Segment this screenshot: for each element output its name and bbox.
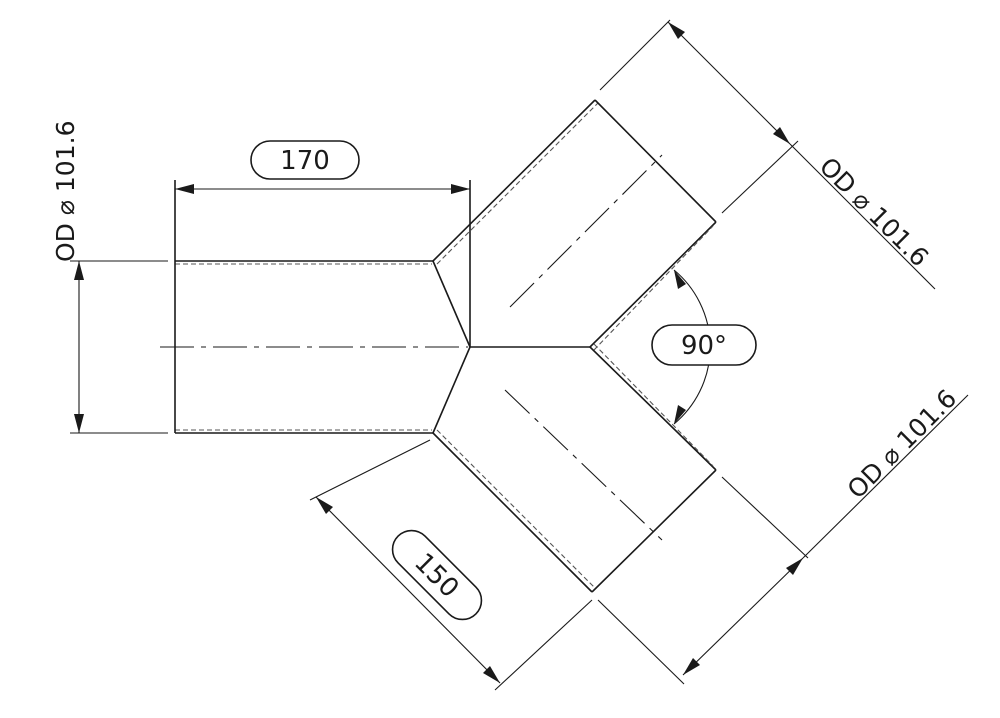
angle-dimension: 90° (651, 269, 757, 425)
svg-text:OD ⌀ 101.6: OD ⌀ 101.6 (51, 121, 80, 262)
od-left-prefix: OD (51, 223, 80, 262)
junction-lines (432, 180, 590, 434)
svg-text:OD ⌀ 101.6: OD ⌀ 101.6 (814, 152, 935, 273)
dimension-od-bottom-right: OD ⌀ 101.6 (597, 384, 969, 685)
od-top-right-value: 101.6 (863, 201, 934, 272)
dimension-170: 170 (175, 140, 470, 194)
svg-text:OD ⌀ 101.6: OD ⌀ 101.6 (842, 384, 963, 505)
lower-branch (432, 343, 717, 593)
od-left-symbol: ⌀ (51, 200, 80, 215)
dimension-170-label: 170 (280, 146, 330, 176)
upper-branch (432, 99, 717, 351)
od-bottom-right-value: 101.6 (891, 384, 962, 455)
od-top-right-prefix: OD (814, 152, 862, 200)
dimension-od-top-right: OD ⌀ 101.6 (599, 19, 936, 290)
od-left-value: 101.6 (51, 121, 80, 193)
angle-label: 90° (681, 331, 727, 361)
od-bottom-right-prefix: OD (842, 456, 890, 504)
main-pipe (70, 180, 468, 434)
dimension-od-left: OD ⌀ 101.6 (51, 121, 84, 433)
dimension-150: 150 (309, 439, 593, 691)
